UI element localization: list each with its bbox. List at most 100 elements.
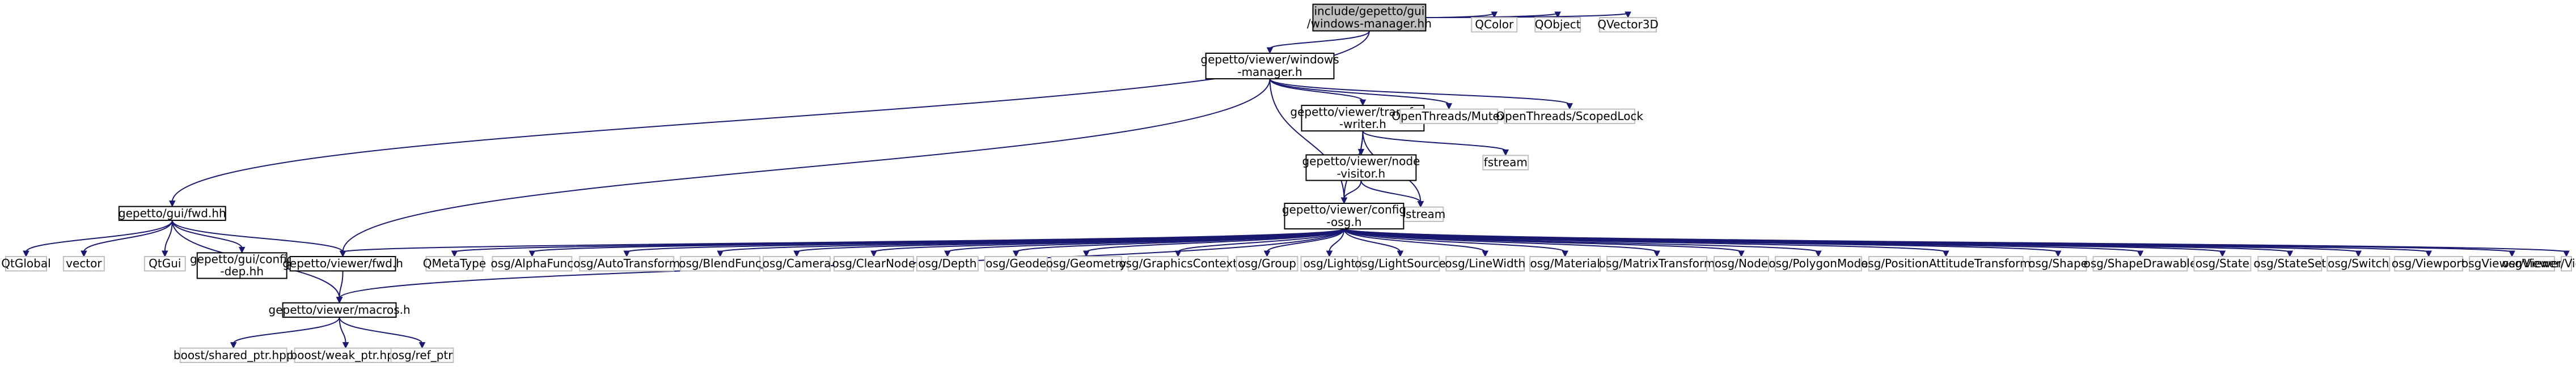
- node-osg-viewport[interactable]: osg/Viewport: [2392, 255, 2466, 272]
- node-qglobal[interactable]: QtGlobal: [1, 255, 51, 272]
- node-osg-geometry[interactable]: osg/Geometry: [1046, 255, 1127, 272]
- node-qtgui[interactable]: QtGui: [143, 255, 186, 272]
- node-osg-linewidth[interactable]: osg/LineWidth: [1445, 255, 1525, 272]
- node-label: osg/ref_ptr: [392, 348, 454, 362]
- node-label: -writer.h: [1339, 117, 1386, 131]
- node-ot-mutex[interactable]: OpenThreads/Mutex: [1391, 108, 1507, 125]
- node-osg-node[interactable]: osg/Node: [1714, 255, 1769, 272]
- dependency-edges: [23, 11, 2570, 349]
- node-qcolor[interactable]: QColor: [1471, 17, 1518, 33]
- node-b-shared[interactable]: boost/shared_ptr.hpp: [174, 347, 294, 363]
- edge-arrowhead: [1738, 250, 1745, 258]
- node-b-weak[interactable]: boost/weak_ptr.hpp: [290, 347, 401, 363]
- node-vector[interactable]: vector: [62, 255, 105, 272]
- node-box: [1868, 255, 2024, 272]
- node-label: QMetaType: [423, 257, 486, 270]
- node-osg-camera[interactable]: osg/Camera: [763, 255, 831, 272]
- node-nv-h[interactable]: gepetto/viewer/node-visitor.h: [1302, 154, 1420, 181]
- edge-arrowhead: [793, 250, 800, 258]
- node-box: [289, 255, 396, 272]
- node-label: osg/GraphicsContext: [1119, 257, 1237, 270]
- node-label: gepetto/gui/fwd.hh: [119, 206, 226, 220]
- node-osg-autotransform[interactable]: osg/AutoTransform: [573, 255, 680, 272]
- node-label: gepetto/viewer/config: [1282, 203, 1406, 216]
- node-osg-refptr[interactable]: osg/ref_ptr: [390, 347, 454, 363]
- edge-macros-to-b-shared: [232, 317, 340, 344]
- node-guicfgdep[interactable]: gepetto/gui/config-dep.hh: [190, 252, 294, 279]
- node-label: osg/Viewport: [2392, 257, 2466, 270]
- node-qmetatype[interactable]: QMetaType: [423, 255, 486, 272]
- node-osg-shape[interactable]: osg/Shape: [2028, 255, 2088, 272]
- node-osg-graphicscontext[interactable]: osg/GraphicsContext: [1119, 255, 1237, 272]
- node-box: [834, 255, 914, 272]
- node-iostream[interactable]: iostream: [1395, 206, 1445, 222]
- node-fstream[interactable]: fstream: [1482, 155, 1529, 170]
- node-macros[interactable]: gepetto/viewer/macros.h: [269, 302, 411, 318]
- node-label: osgViewer/ViewerBase: [2502, 257, 2576, 270]
- node-label: QColor: [1475, 18, 1514, 31]
- node-qvector3d[interactable]: QVector3D: [1597, 17, 1659, 33]
- node-osg-state[interactable]: osg/State: [2193, 255, 2252, 272]
- edge-guifwd-to-qglobal: [25, 220, 173, 253]
- node-osg-stateset[interactable]: osg/StateSet: [2253, 255, 2326, 272]
- edge-wm-h-to-ot-mutex: [1269, 78, 1450, 105]
- node-osg-shapedrawable[interactable]: osg/ShapeDrawable: [2084, 255, 2197, 272]
- node-box: [680, 255, 761, 272]
- edge-cfg-osg-to-osg-light: [1329, 229, 1345, 253]
- node-osg-material[interactable]: osg/Material: [1529, 255, 1601, 272]
- node-osg-polygonmode[interactable]: osg/PolygonMode: [1769, 255, 1868, 272]
- node-box: [2257, 255, 2323, 272]
- node-osg-switch[interactable]: osg/Switch: [2327, 255, 2391, 272]
- node-label: OpenThreads/ScopedLock: [1496, 109, 1643, 123]
- node-osg-lightsource[interactable]: osg/LightSource: [1355, 255, 1446, 272]
- node-box: [1312, 3, 1427, 32]
- node-cfg-osg[interactable]: gepetto/viewer/config-osg.h: [1282, 203, 1406, 230]
- edge-arrowhead: [1482, 250, 1489, 258]
- node-box: [984, 255, 1048, 272]
- node-label: OpenThreads/Mutex: [1391, 109, 1506, 123]
- edge-guifwd-to-viewerfwd: [171, 220, 344, 253]
- node-box: [1127, 255, 1229, 272]
- node-osg-blendfunc[interactable]: osg/BlendFunc: [679, 255, 762, 272]
- node-label: osgViewer/Viewer: [2461, 257, 2563, 270]
- node-box: [2029, 255, 2087, 272]
- node-osg-matrixtransform[interactable]: osg/MatrixTransform: [1599, 255, 1715, 272]
- node-osg-geode[interactable]: osg/Geode: [984, 255, 1048, 272]
- node-label: osg/Node: [1715, 257, 1768, 270]
- node-qobject[interactable]: QObject: [1534, 17, 1581, 33]
- edge-cfg-osg-to-osg-material: [1343, 228, 1566, 253]
- node-wm-h[interactable]: gepetto/viewer/windows-manager.h: [1200, 52, 1339, 80]
- node-osg-clearnode[interactable]: osg/ClearNode: [832, 255, 916, 272]
- node-ot-lock[interactable]: OpenThreads/ScopedLock: [1496, 108, 1643, 125]
- node-guifwd[interactable]: gepetto/gui/fwd.hh: [118, 206, 226, 221]
- node-box: [118, 206, 226, 221]
- node-osg-depth[interactable]: osg/Depth: [916, 255, 979, 272]
- node-box: [763, 255, 831, 272]
- edge-wm-h-to-tw-h: [1269, 78, 1364, 101]
- edge-arrowhead: [1013, 250, 1020, 258]
- node-label: osg/StateSet: [2253, 257, 2326, 270]
- node-label: gepetto/viewer/windows: [1200, 53, 1339, 66]
- node-box: [1504, 108, 1636, 125]
- edge-arrowhead: [2509, 250, 2515, 258]
- node-osg-group[interactable]: osg/Group: [1236, 255, 1298, 272]
- node-box: [2193, 255, 2252, 272]
- edge-arrowhead: [339, 250, 346, 258]
- node-osg-alphafunc[interactable]: osg/AlphaFunc: [491, 255, 574, 272]
- node-osg-pat[interactable]: osg/PositionAttitudeTransform: [1861, 255, 2031, 272]
- node-viewerfwd[interactable]: gepetto/viewer/fwd.h: [282, 255, 403, 272]
- edge-arrowhead: [1359, 99, 1367, 106]
- node-label: osg/LineWidth: [1445, 257, 1525, 270]
- node-osg-light[interactable]: osg/Light: [1300, 255, 1359, 272]
- node-tw-h[interactable]: gepetto/viewer/transform-writer.h: [1290, 105, 1435, 132]
- edge-arrowhead: [2425, 250, 2432, 258]
- edge-arrowhead: [2137, 250, 2144, 258]
- node-label: -osg.h: [1326, 215, 1361, 229]
- node-label: QObject: [1535, 18, 1581, 31]
- node-root[interactable]: include/gepetto/gui/windows-manager.hh: [1307, 3, 1432, 32]
- node-osgviewer-viewerbase[interactable]: osgViewer/ViewerBase: [2502, 255, 2576, 272]
- node-box: [5, 255, 47, 272]
- node-osgviewer-viewer[interactable]: osgViewer/Viewer: [2461, 255, 2563, 272]
- edge-arrowhead: [451, 250, 458, 258]
